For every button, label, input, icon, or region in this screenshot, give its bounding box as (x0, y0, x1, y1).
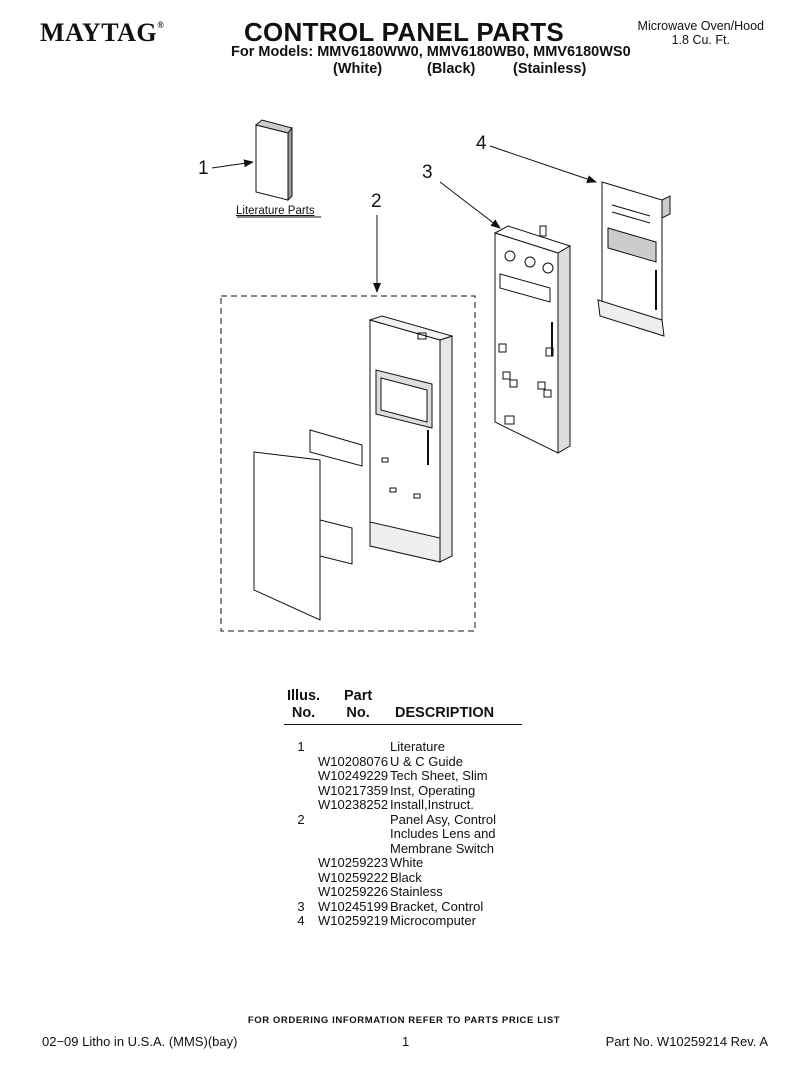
page-title: CONTROL PANEL PARTS (243, 17, 565, 47)
row-part-no: W10259226 (318, 884, 389, 899)
variant-stainless: (Stainless) (513, 61, 587, 77)
control-bracket (493, 225, 572, 454)
row-description: U & C Guide (390, 753, 463, 769)
row-description: Includes Lens and (390, 826, 496, 841)
row-illus-no: 2 (297, 811, 305, 827)
callout-3: 3 (422, 162, 433, 183)
registered-mark: ® (157, 20, 165, 30)
row-part-no: W10249229 (318, 768, 389, 783)
table-row: 2 Panel Asy, Control (284, 811, 524, 828)
row-description: White (390, 855, 424, 870)
header-part-line1: Part (344, 688, 373, 704)
brand-name: MAYTAG (40, 18, 158, 47)
row-description: Stainless (390, 884, 443, 899)
header-description: DESCRIPTION (395, 705, 495, 721)
row-part-no: W10217359 (318, 782, 389, 798)
row-description: Black (390, 869, 422, 885)
litho-info: 02−09 Litho in U.S.A. (MMS)(bay) (42, 1034, 238, 1049)
models-line: For Models: MMV6180WW0, MMV6180WB0, MMV6… (231, 44, 631, 60)
row-description: Install,Instruct. (390, 797, 474, 812)
row-illus-no: 4 (297, 913, 305, 928)
exploded-parts-diagram (211, 119, 671, 632)
row-description: Bracket, Control (390, 898, 484, 914)
microcomputer-board (597, 181, 671, 337)
product-line-1: Microwave Oven/Hood (637, 19, 764, 33)
brand-logo: MAYTAG® (40, 18, 164, 48)
row-description: Panel Asy, Control (390, 811, 496, 827)
callout-1: 1 (198, 158, 209, 179)
table-row: Membrane Switch (284, 840, 524, 857)
header-part-line2: No. (346, 705, 370, 721)
row-description: Tech Sheet, Slim (390, 768, 488, 783)
row-description: Microcomputer (390, 913, 476, 928)
control-panel (368, 315, 454, 563)
document-part-number: Part No. W10259214 Rev. A (605, 1034, 768, 1049)
row-part-no: W10259219 (318, 913, 389, 928)
row-part-no: W10245199 (318, 898, 389, 914)
literature-booklet (254, 119, 293, 202)
header-illus-line2: No. (291, 705, 316, 721)
row-part-no: W10259223 (318, 855, 389, 870)
header-illus-no: Illus. No. (287, 688, 320, 722)
row-illus-no: 1 (297, 739, 305, 754)
row-description: Inst, Operating (390, 782, 476, 798)
product-line-2: 1.8 Cu. Ft. (671, 33, 730, 47)
ordering-note: FOR ORDERING INFORMATION REFER TO PARTS … (247, 1015, 561, 1026)
membrane-switch-bottom (319, 519, 353, 565)
literature-parts-label: Literature Parts (236, 205, 315, 217)
product-description: Microwave Oven/Hood 1.8 Cu. Ft. (638, 19, 764, 47)
row-description: Membrane Switch (390, 840, 495, 856)
header-rule (284, 724, 522, 725)
row-part-no: W10208076 (318, 753, 389, 769)
lens (253, 451, 321, 621)
callout-4: 4 (476, 133, 487, 154)
header-illus-line1: Illus. (287, 688, 321, 704)
row-part-no: W10259222 (318, 869, 389, 885)
page-number: 1 (402, 1034, 410, 1049)
row-part-no: W10238252 (318, 797, 389, 812)
table-row: 1 Literature (284, 739, 524, 755)
membrane-switch-top (309, 429, 363, 467)
panel-assembly-group (220, 295, 476, 632)
header-part-no: Part No. (344, 688, 372, 722)
callout-2: 2 (371, 191, 382, 212)
variant-black: (Black) (427, 61, 476, 77)
variant-white: (White) (333, 61, 383, 77)
row-description: Literature (390, 739, 445, 754)
table-row: Includes Lens and (284, 826, 524, 842)
row-illus-no: 3 (297, 898, 305, 914)
